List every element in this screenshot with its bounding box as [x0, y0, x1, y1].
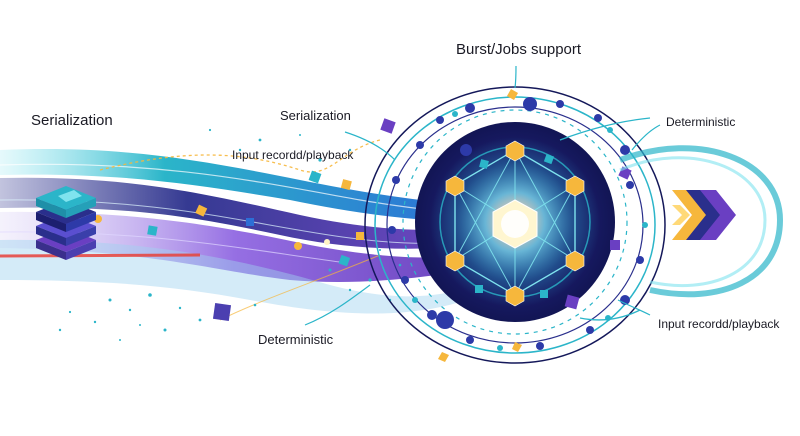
return-loop-ribbon — [559, 117, 784, 321]
cube-icon — [212, 302, 232, 322]
core-network-icon — [364, 86, 666, 364]
label-serialization-center: Serialization — [280, 108, 351, 123]
label-deterministic-bottom: Deterministic — [258, 332, 334, 347]
label-input-record-left: Input recordd/playback — [232, 148, 354, 162]
chevron-arrows-icon — [672, 190, 736, 240]
label-deterministic-right: Deterministic — [666, 115, 736, 129]
label-pointers — [304, 65, 661, 326]
flow-cubes — [94, 170, 364, 322]
layer-stack-icon — [36, 186, 96, 260]
particle-scatter — [58, 128, 402, 341]
label-serialization-left: Serialization — [31, 112, 113, 129]
label-burst-jobs: Burst/Jobs support — [456, 41, 582, 58]
label-input-record-right: Input recordd/playback — [658, 317, 780, 331]
data-flow-ribbons — [0, 139, 481, 321]
